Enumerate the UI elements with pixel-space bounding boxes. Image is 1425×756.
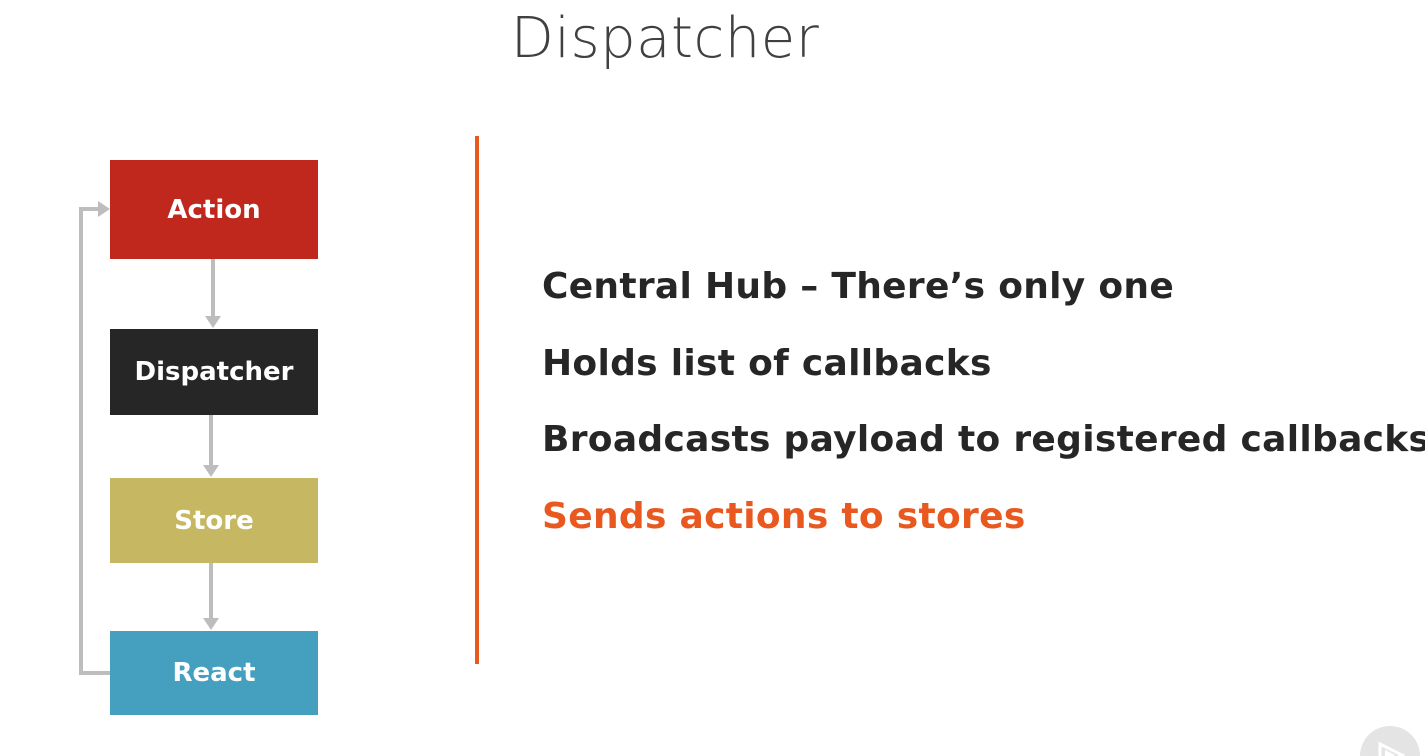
flow-box-label: Action <box>167 194 261 225</box>
arrowhead-dispatcher <box>205 316 221 328</box>
arrowhead-action <box>98 201 110 217</box>
flow-box-label: Dispatcher <box>134 357 294 387</box>
slide-title: Dispatcher <box>510 6 820 71</box>
flow-box-action: Action <box>110 160 318 259</box>
vertical-divider <box>475 136 479 664</box>
flow-box-label: React <box>172 658 256 688</box>
arrow-connectors <box>79 207 215 675</box>
bullet-list: Central Hub – There’s only one Holds lis… <box>542 262 1425 568</box>
arrow-react-loop-to-action <box>79 207 110 675</box>
flow-box-label: Store <box>174 505 254 536</box>
arrow-heads <box>98 201 221 630</box>
bullet-item: Central Hub – There’s only one <box>542 266 1175 307</box>
bullet-item-highlighted: Sends actions to stores <box>542 495 1026 537</box>
flow-box-react: React <box>110 631 318 715</box>
flow-box-dispatcher: Dispatcher <box>110 329 318 415</box>
arrowhead-store <box>203 465 219 477</box>
arrowhead-react <box>203 618 219 630</box>
flow-box-store: Store <box>110 478 318 563</box>
bullet-item: Holds list of callbacks <box>542 342 992 384</box>
play-logo-icon <box>1378 741 1406 756</box>
bullet-item: Broadcasts payload to registered callbac… <box>542 419 1425 460</box>
